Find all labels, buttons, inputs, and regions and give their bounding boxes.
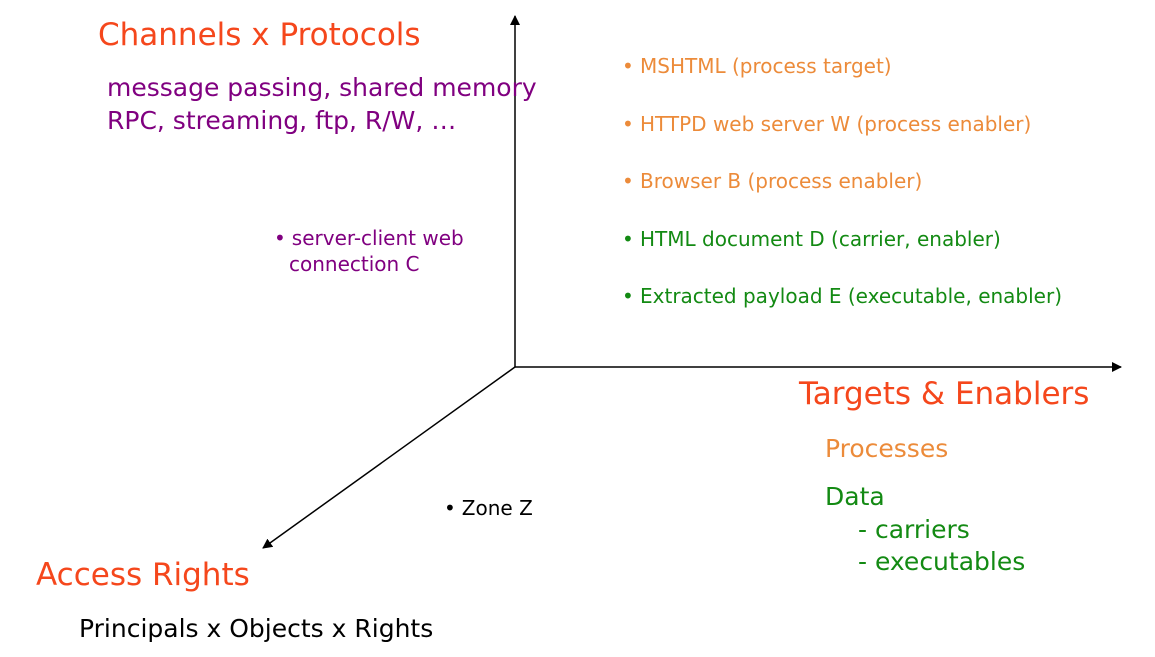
zone-point: Zone Z [444,497,533,520]
server-client-label: server-client web [291,226,464,250]
carriers-label: - carriers [858,515,970,544]
channels-protocols-heading: Channels x Protocols [98,17,421,53]
item-browser: Browser B (process enabler) [622,169,1062,227]
access-rights-heading: Access Rights [36,557,250,593]
executables-label: - executables [858,547,1026,576]
diagonal-axis [262,366,516,549]
item-label: MSHTML (process target) [640,54,892,78]
targets-enablers-heading: Targets & Enablers [799,376,1090,412]
item-label: HTTPD web server W (process enabler) [640,111,1032,136]
item-httpd: HTTPD web server W (process enabler) [622,112,1062,170]
server-client-label-cont: connection C [289,252,420,276]
channels-line-2: RPC, streaming, ftp, R/W, … [107,106,457,135]
item-label: Browser B (process enabler) [640,169,923,193]
data-label: Data [825,482,885,511]
item-label: HTML document D (carrier, enabler) [640,226,1001,251]
item-label: Extracted payload E (executable, enabler… [640,284,1063,308]
targets-list: MSHTML (process target) HTTPD web server… [622,54,1062,342]
item-extracted-payload: Extracted payload E (executable, enabler… [622,284,1062,342]
processes-label: Processes [825,434,949,463]
zone-label: Zone Z [461,496,533,520]
channels-line-1: message passing, shared memory [107,73,537,102]
item-mshtml: MSHTML (process target) [622,54,1062,112]
server-client-point: server-client web [274,227,464,250]
access-rights-subtitle: Principals x Objects x Rights [79,614,434,643]
item-html-document: HTML document D (carrier, enabler) [622,227,1062,285]
